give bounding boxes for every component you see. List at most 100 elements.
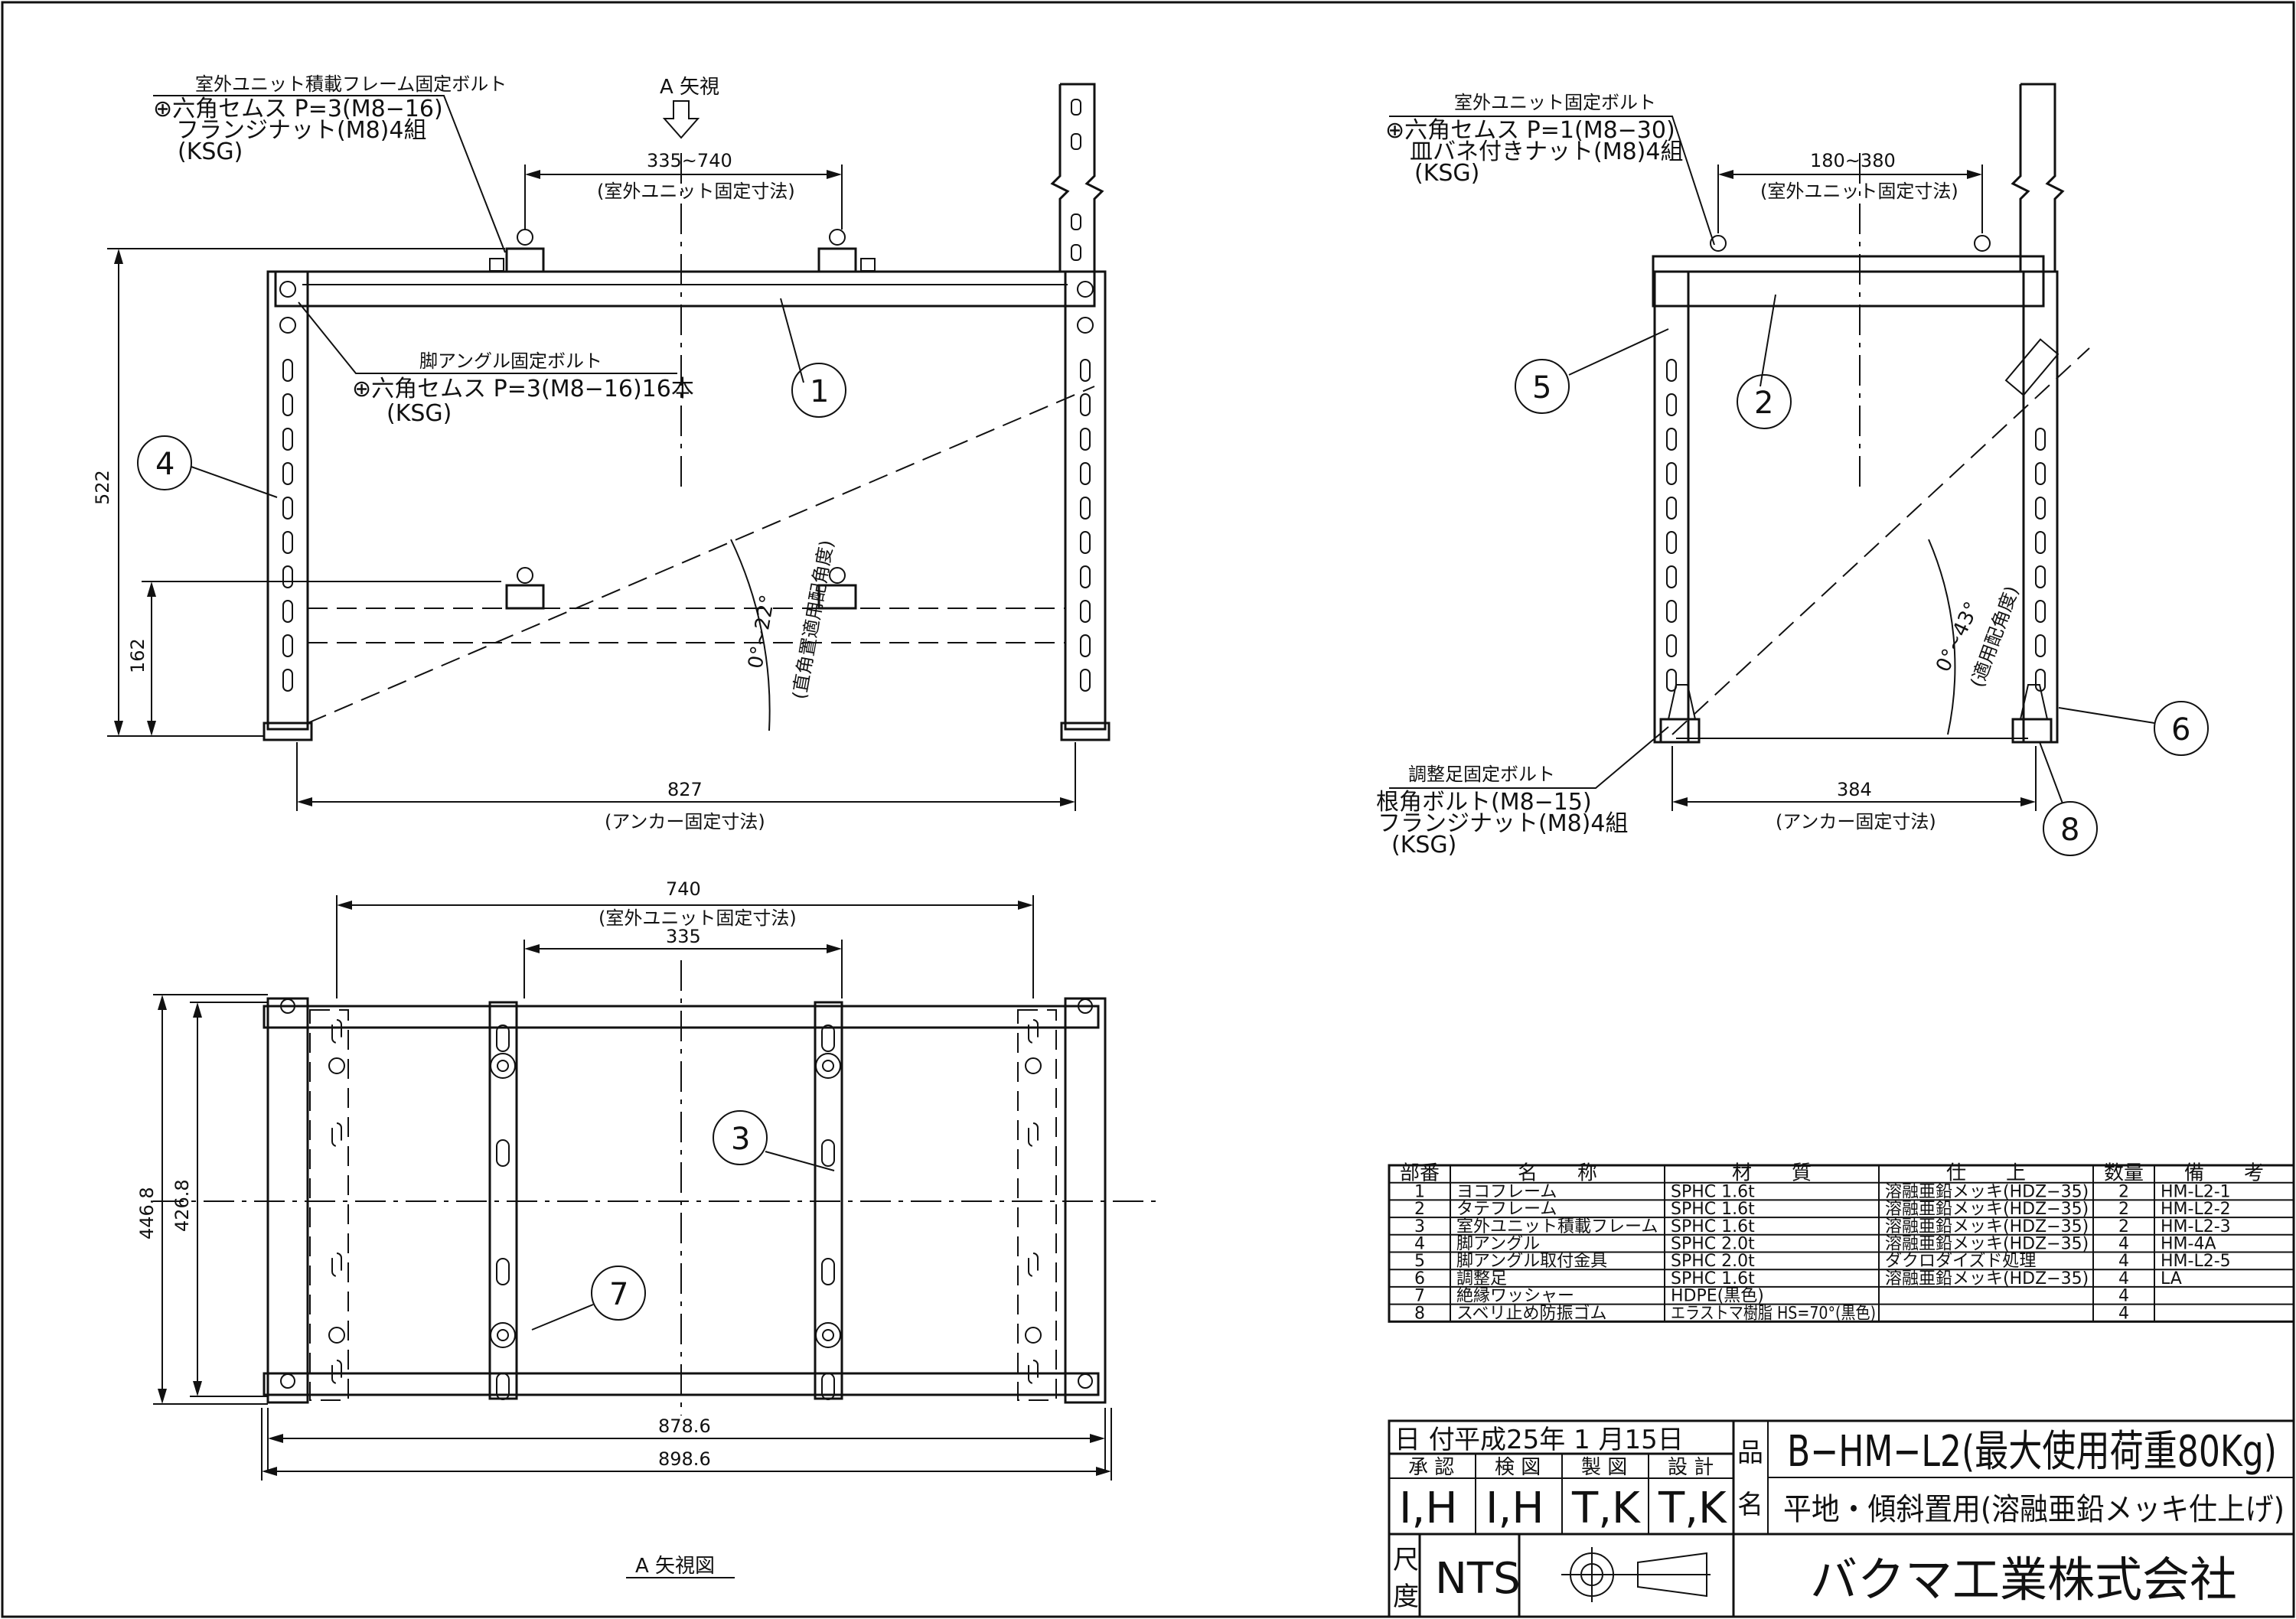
company-name: バクマ工業株式会社 [1810, 1552, 2237, 1608]
plan-leg-slot [331, 1019, 342, 1044]
plan-leg-bolt [328, 1327, 345, 1344]
table-cell: 5 [1414, 1252, 1425, 1271]
role-approve: 承 認 [1408, 1456, 1454, 1479]
plan-slot [821, 1373, 835, 1400]
plan-dim-426: 426.8 [171, 1179, 193, 1232]
slot [2035, 600, 2046, 623]
model-description: 平地・傾斜置用(溶融亜鉛メッキ仕上げ) [1783, 1492, 2285, 1527]
front-dim-unit-caption: (室外ユニット固定寸法) [597, 181, 795, 202]
balloon-3: 3 [731, 1122, 750, 1157]
slot [282, 428, 293, 451]
plan-dim-740: 740 [666, 878, 701, 900]
table-cell: HM-L2-2 [2161, 1200, 2231, 1219]
table-cell: 溶融亜鉛メッキ(HDZ−35) [1885, 1200, 2089, 1219]
table-cell: 4 [2118, 1304, 2129, 1323]
plan-slot [821, 1139, 835, 1167]
plan-bolt [490, 1053, 516, 1079]
table-cell: 7 [1414, 1287, 1425, 1306]
table-cell: 2 [1414, 1200, 1425, 1219]
slot [1080, 497, 1091, 520]
role-check: 検 図 [1495, 1456, 1541, 1479]
signature-check: I,H [1486, 1484, 1544, 1533]
side-adj-bolt-spec3: (KSG) [1391, 832, 1456, 858]
plan-dim-caption: (室外ユニット固定寸法) [598, 907, 797, 929]
front-dim-anchor-caption: (アンカー固定寸法) [605, 811, 765, 832]
table-cell: 4 [2118, 1235, 2129, 1254]
slot [1080, 565, 1091, 588]
slot [1666, 428, 1677, 451]
side-dim-anchor-caption: (アンカー固定寸法) [1776, 811, 1936, 832]
side-dim-unit-range: 180~380 [1810, 150, 1896, 171]
side-adj-bolt-spec2: フランジナット(M8)4組 [1378, 810, 1628, 837]
table-frame [1388, 1164, 2295, 1323]
table-cell: 6 [1414, 1269, 1425, 1288]
slot [1080, 393, 1091, 416]
table-cell: 4 [2118, 1252, 2129, 1271]
slot [1666, 669, 1677, 692]
name-label-1: 品 [1737, 1438, 1763, 1468]
table-cell: 8 [1414, 1304, 1425, 1323]
plan-leg-bolt [1025, 1057, 1042, 1074]
table-header-cell: 部番 [1400, 1162, 1440, 1185]
table-cell: SPHC 1.6t [1671, 1269, 1755, 1288]
table-cell: SPHC 1.6t [1671, 1200, 1755, 1219]
name-label-2: 名 [1737, 1490, 1763, 1520]
side-unit-bolt-spec3: (KSG) [1414, 160, 1479, 187]
plan-slot [496, 1373, 510, 1400]
slot [1666, 462, 1677, 485]
plan-bolt [815, 1322, 841, 1348]
slot [1080, 600, 1091, 623]
front-angle-text: 0°~22° [744, 593, 779, 670]
slot [1666, 600, 1677, 623]
slot [282, 393, 293, 416]
balloon-8: 8 [2060, 813, 2079, 848]
model-name: B−HM−L2(最大使用荷重80Kg) [1787, 1427, 2277, 1477]
slot [282, 634, 293, 657]
slot [2035, 531, 2046, 554]
plan-dim-335: 335 [666, 926, 701, 947]
slot [2035, 565, 2046, 588]
table-cell: SPHC 1.6t [1671, 1217, 1755, 1236]
plan-bolt-core [822, 1060, 834, 1072]
plan-corner-bolt [280, 1373, 295, 1389]
front-dim-anchor: 827 [667, 779, 703, 800]
side-adj-bolt-spec1: 根角ボルト(M8−15) [1376, 789, 1592, 816]
plan-bolt [815, 1053, 841, 1079]
plan-view [153, 895, 1163, 1578]
table-header-cell: 仕 上 [1946, 1162, 2026, 1185]
front-unit-bolt-spec2: フランジナット(M8)4組 [176, 117, 426, 144]
plan-corner-bolt [1078, 998, 1093, 1014]
plan-bolt [490, 1322, 516, 1348]
front-dim-height: 522 [92, 470, 113, 505]
plan-leg-slot [1028, 1122, 1039, 1147]
side-unit-bolt-spec2: 皿バネ付きナット(M8)4組 [1410, 138, 1683, 165]
scale-value: NTS [1435, 1554, 1521, 1604]
front-arrow-view: A 矢視 [660, 76, 719, 99]
front-dim-low: 162 [127, 638, 148, 673]
table-header-cell: 数量 [2104, 1162, 2144, 1185]
table-cell: HM-L2-1 [2161, 1182, 2231, 1201]
date-value: 平成25年 1 月15日 [1454, 1425, 1684, 1455]
slot [1666, 565, 1677, 588]
front-unit-bolt-label: 室外ユニット積載フレーム固定ボルト [195, 73, 507, 95]
plan-slot [496, 1258, 510, 1285]
scale-label-2: 度 [1393, 1582, 1419, 1612]
table-cell: SPHC 2.0t [1671, 1235, 1755, 1254]
slot [282, 669, 293, 692]
table-header-cell: 備 考 [2184, 1162, 2264, 1185]
slot [282, 359, 293, 382]
signature-draw: T,K [1571, 1484, 1641, 1533]
table-cell: 脚アングル取付金具 [1456, 1252, 1607, 1271]
table-cell: 2 [2118, 1217, 2129, 1236]
table-cell: タテフレーム [1456, 1200, 1557, 1219]
front-leg-bolt-spec2: (KSG) [386, 400, 452, 427]
slot [1666, 359, 1677, 382]
table-cell: 3 [1414, 1217, 1425, 1236]
plan-leg-slot [331, 1122, 342, 1147]
table-cell: 溶融亜鉛メッキ(HDZ−35) [1885, 1235, 2089, 1254]
front-leg-bolt-spec1: ⊕六角セムス P=3(M8−16)16本 [352, 376, 694, 402]
slot [282, 497, 293, 520]
table-cell: 溶融亜鉛メッキ(HDZ−35) [1885, 1182, 2089, 1201]
